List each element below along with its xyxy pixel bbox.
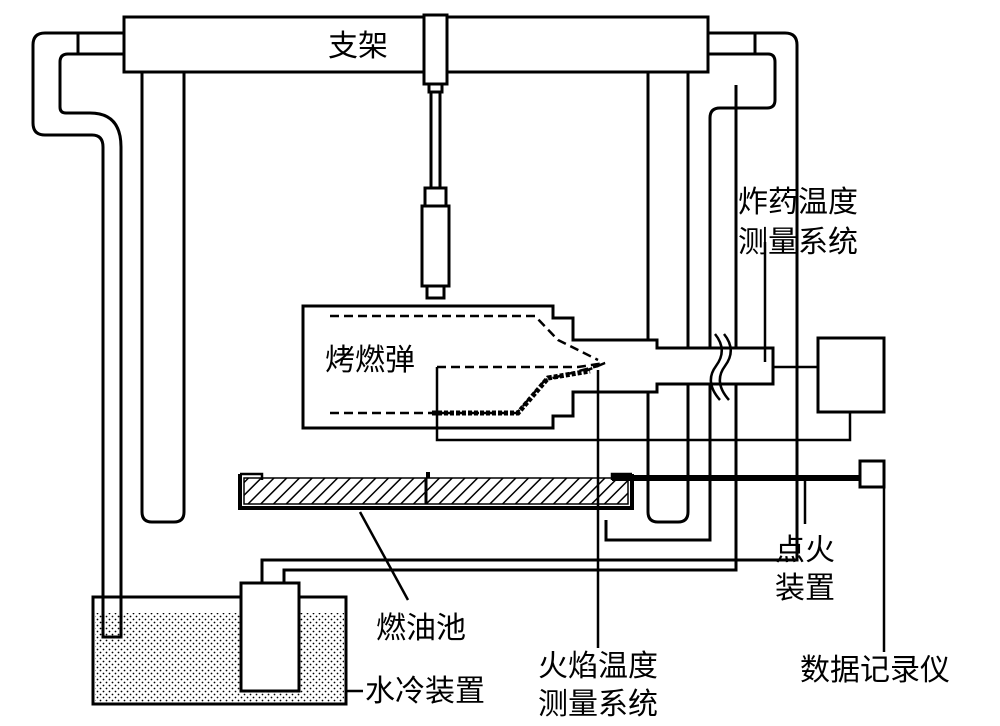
frame-right-column [646, 72, 690, 524]
fuel-pool [238, 472, 634, 510]
data-recorder [816, 336, 886, 414]
frame-top-beam [122, 15, 710, 74]
explosive-temp-label-line2: 测量系统 [738, 225, 858, 260]
explosive-temp-label-line1: 炸药温度 [738, 185, 858, 220]
bomb-label: 烤燃弹 [325, 343, 415, 378]
ignition-label-line1: 点火 [775, 533, 835, 568]
water-cooling-tank [91, 595, 348, 706]
ignition-device [858, 459, 886, 489]
data-recorder-label: 数据记录仪 [800, 653, 950, 688]
fuel-pool-label: 燃油池 [376, 611, 466, 646]
flame-temp-wire [435, 367, 852, 442]
flame-temp-label-line2: 测量系统 [538, 687, 658, 722]
right-cooling-pipe [260, 31, 799, 583]
water-cooling-pump [239, 581, 301, 693]
suspension-rod [420, 13, 451, 300]
ignition-label-line2: 装置 [775, 571, 835, 606]
frame-left-column [140, 72, 186, 524]
left-cooling-pipe [31, 31, 126, 639]
fuel-pool-leader [358, 511, 410, 601]
cookoff-bomb [301, 304, 775, 430]
water-cooling-label: 水冷装置 [365, 674, 485, 709]
flame-temp-label-line1: 火焰温度 [538, 649, 658, 684]
frame-label: 支架 [328, 29, 388, 64]
